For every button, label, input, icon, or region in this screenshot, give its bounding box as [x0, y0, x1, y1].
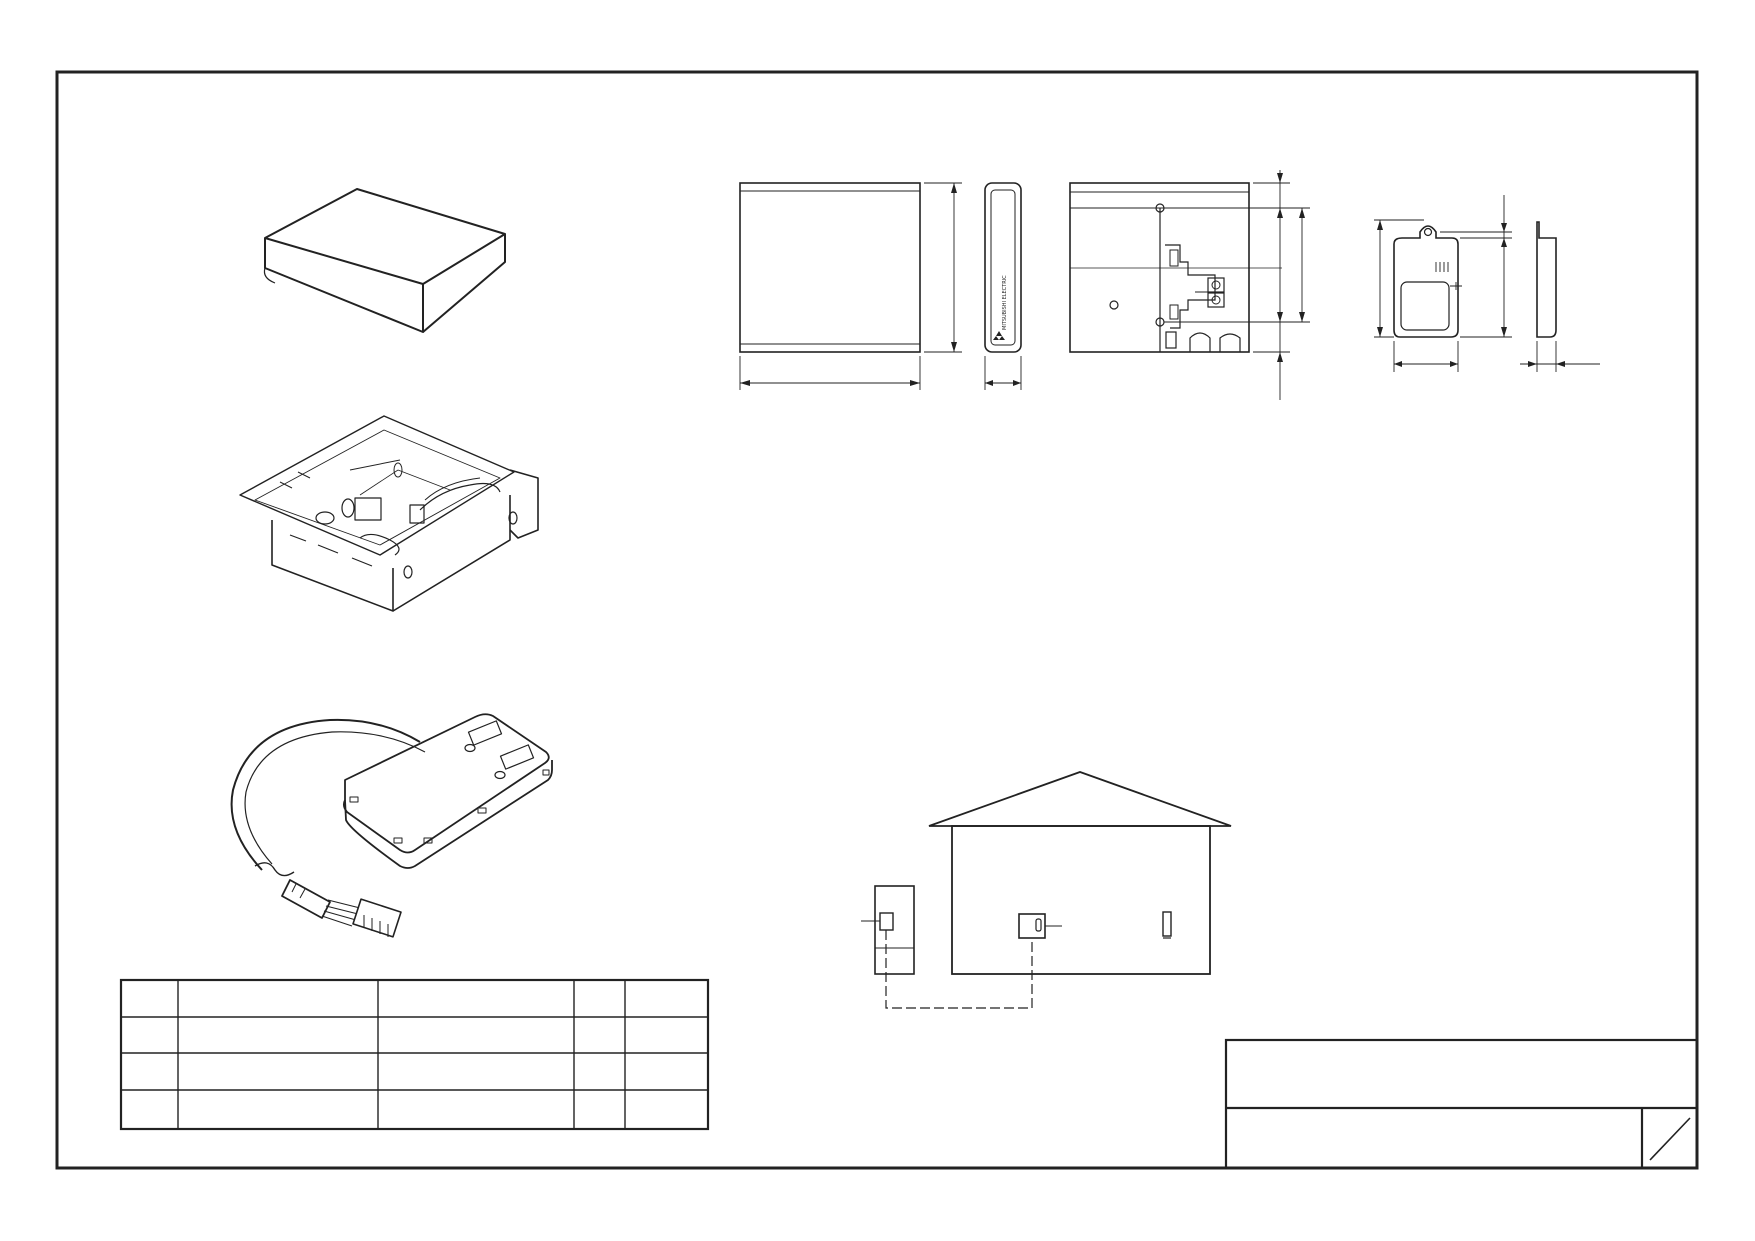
adapter-front-view — [1374, 195, 1512, 372]
remote-controller — [1162, 911, 1172, 937]
parts-table — [119, 978, 710, 1131]
interior-view-unit — [1069, 170, 1310, 400]
product-illustration-cable-adapter — [230, 713, 553, 938]
front-view-cover — [739, 182, 962, 390]
outdoor-unit-interface — [879, 912, 894, 931]
house-roof — [928, 771, 1232, 827]
outdoor-unit — [874, 885, 915, 975]
drawing-frame — [55, 70, 1699, 1170]
product-illustration-interface-unit — [239, 415, 539, 612]
logo-text: MITSUBISHI ELECTRIC — [1002, 275, 1008, 330]
connection-wiring — [885, 930, 1033, 1009]
product-illustration-cover-box — [263, 188, 506, 333]
adapter-side-view — [1520, 221, 1600, 372]
side-view-cover: MITSUBISHI ELECTRIC — [984, 182, 1022, 390]
mitsubishi-logo-icon: MITSUBISHI ELECTRIC — [993, 275, 1008, 340]
house-wall — [951, 825, 1211, 975]
system-house-diagram — [861, 771, 1232, 1009]
title-block — [1224, 1038, 1699, 1170]
